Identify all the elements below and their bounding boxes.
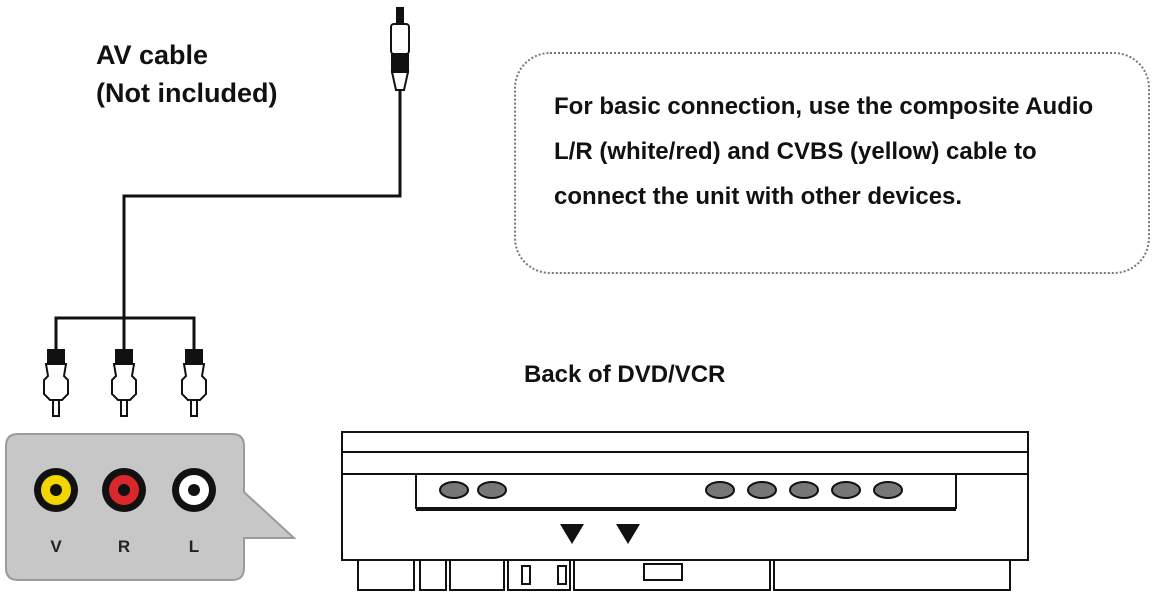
cable-top-plug xyxy=(390,7,410,91)
cable-label-line2: (Not included) xyxy=(96,78,278,108)
rca-plug-l xyxy=(181,349,207,417)
jack-l: L xyxy=(172,468,216,556)
jack-label-r: R xyxy=(118,537,130,556)
cable-split-wire xyxy=(54,316,196,350)
note-callout-box xyxy=(514,52,1150,274)
device-ports xyxy=(439,481,903,499)
jack-v: V xyxy=(34,468,78,556)
jack-panel xyxy=(5,433,297,581)
jack-r: R xyxy=(102,468,146,556)
device-label: Back of DVD/VCR xyxy=(524,361,726,388)
rca-plug-v xyxy=(43,349,69,417)
rca-plug-r xyxy=(111,349,137,417)
pointer-arrows xyxy=(560,524,640,544)
dvd-vcr-back xyxy=(341,431,1029,591)
cable-label: AV cable (Not included) xyxy=(96,36,277,112)
note-text: For basic connection, use the composite … xyxy=(554,93,1094,210)
cable-main-wire xyxy=(122,90,402,318)
cable-label-line1: AV cable xyxy=(96,40,209,70)
jack-label-l: L xyxy=(189,537,199,556)
jack-label-v: V xyxy=(50,537,62,556)
